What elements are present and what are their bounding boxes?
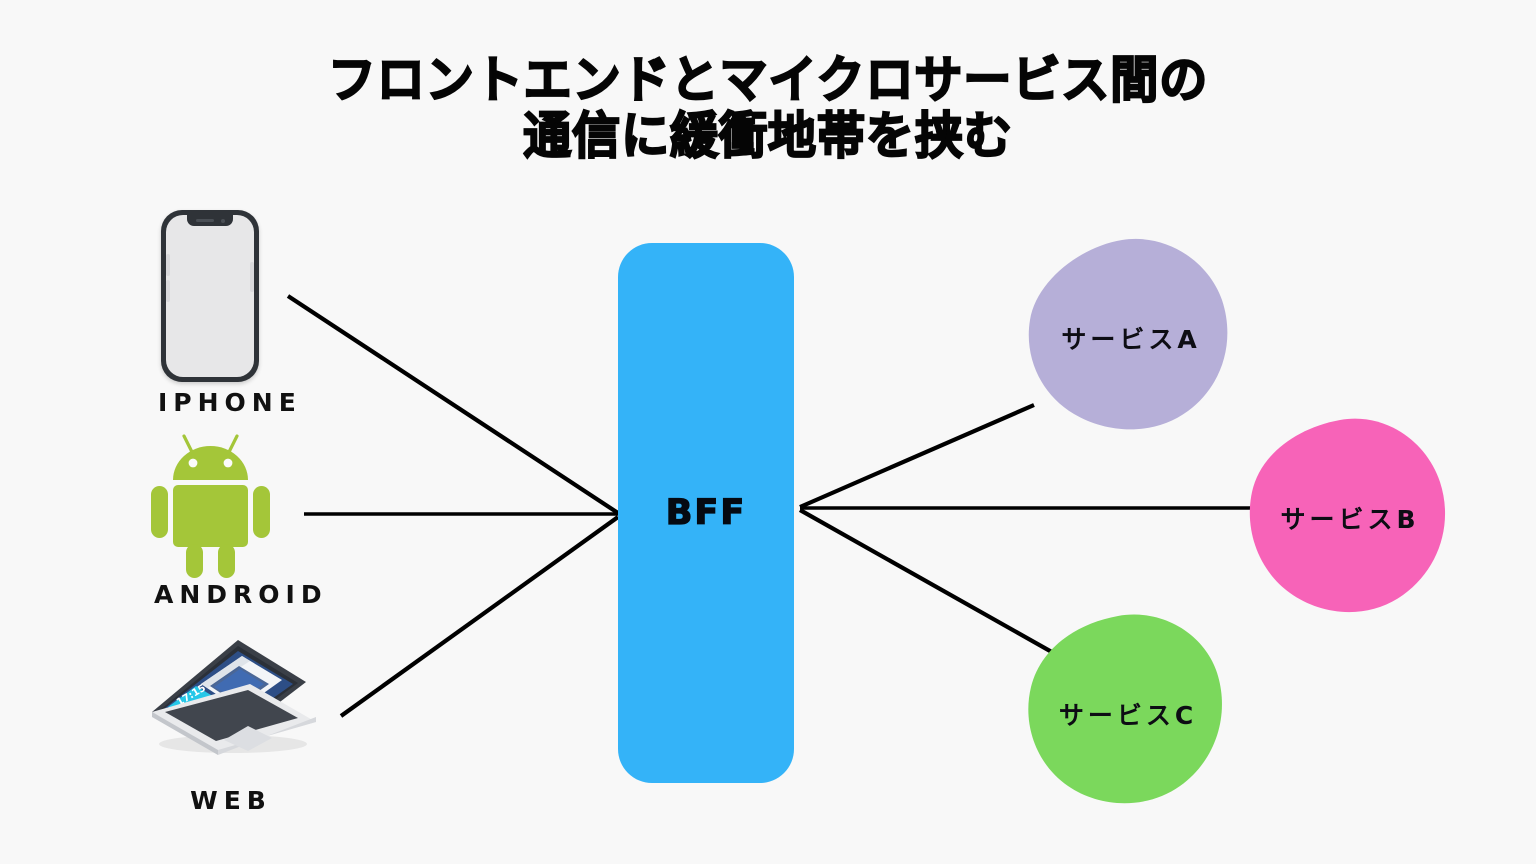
client-label-android: ANDROID — [154, 580, 328, 609]
link-bff-to-service-a — [799, 403, 1035, 509]
service-a-blob-shape — [1028, 238, 1228, 430]
service-b-label: サービスB — [1280, 505, 1420, 534]
laptop-icon: 17:15 — [152, 640, 316, 755]
service-a-label: サービスA — [1061, 325, 1201, 354]
client-android[interactable]: ANDROID — [148, 430, 328, 610]
service-node-c[interactable]: サービスC — [1026, 614, 1226, 810]
service-node-b[interactable]: サービスB — [1248, 418, 1448, 618]
title-line-1: フロントエンドとマイクロサービス間の — [327, 51, 1209, 109]
iphone-icon — [161, 210, 259, 382]
iphone-camera — [221, 218, 225, 223]
iphone-screen — [166, 215, 254, 377]
service-b-blob-shape — [1249, 418, 1446, 613]
iphone-volume-down-button — [166, 280, 170, 302]
link-web-to-bff — [339, 515, 620, 718]
iphone-notch — [187, 215, 233, 226]
android-eye-left — [188, 458, 198, 468]
page-title: フロントエンドとマイクロサービス間の 通信に緩衝地帯を挟む — [0, 51, 1536, 165]
client-web[interactable]: 17:15 WEB — [138, 618, 318, 818]
service-c-blob-shape — [1028, 614, 1222, 804]
link-iphone-to-bff — [286, 294, 620, 515]
android-eye-right — [223, 458, 233, 468]
client-iphone[interactable]: IPHONE — [152, 210, 302, 420]
title-line-2: 通信に緩衝地帯を挟む — [522, 107, 1013, 165]
android-robot-icon — [151, 434, 270, 578]
bff-label: BFF — [665, 492, 747, 533]
bff-gateway-box[interactable]: BFF — [618, 243, 794, 783]
client-label-web: WEB — [190, 786, 272, 815]
iphone-power-button — [250, 262, 254, 292]
service-c-label: サービスC — [1058, 701, 1198, 730]
iphone-speaker — [196, 219, 214, 222]
iphone-volume-up-button — [166, 254, 170, 276]
client-label-iphone: IPHONE — [158, 388, 302, 417]
service-node-a[interactable]: サービスA — [1026, 238, 1232, 434]
